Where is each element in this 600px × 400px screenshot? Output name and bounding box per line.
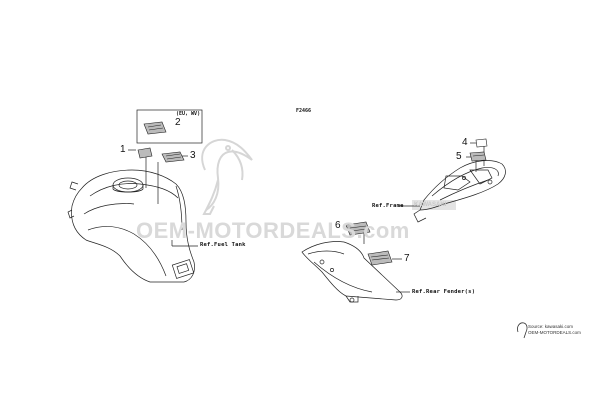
side-watermark-text: KAWASAKI <box>414 202 447 208</box>
diagram-code: F2466 <box>296 108 312 114</box>
part-number-6: 6 <box>335 220 341 231</box>
watermark-logo-icon <box>201 138 253 215</box>
part-number-7: 7 <box>404 253 410 264</box>
part-number-5: 5 <box>456 151 462 162</box>
region-note: (EU, WV) <box>176 111 201 117</box>
ref-frame: Ref.Frame <box>372 203 404 209</box>
fuel-tank-drawing <box>67 169 195 283</box>
source-line: Source: kawasaki.com <box>528 324 574 329</box>
frame-drawing <box>413 160 506 223</box>
part-number-3: 3 <box>190 150 196 161</box>
ref-fuel-tank: Ref.Fuel Tank <box>200 242 246 248</box>
part-number-1: 1 <box>120 144 126 155</box>
watermark-text: OEM-MOTORDEALS.com <box>136 218 410 243</box>
source-credit: Source: kawasaki.com OEM-MOTORDEALS.com <box>528 324 581 336</box>
rear-fender-drawing <box>301 241 403 303</box>
part-number-2: 2 <box>175 117 181 128</box>
decal-labels <box>137 121 488 266</box>
side-watermark-band <box>412 200 456 210</box>
ref-rear-fender: Ref.Rear Fender(s) <box>412 289 476 295</box>
source-logo-icon <box>517 322 528 339</box>
source-brand: OEM-MOTORDEALS.com <box>528 330 581 335</box>
part-number-4: 4 <box>462 137 468 148</box>
region-box <box>136 109 203 144</box>
